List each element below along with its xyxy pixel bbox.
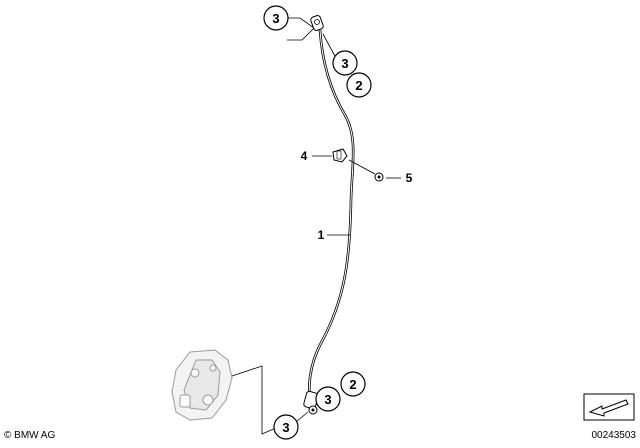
callout-group-bottom-left: 3 — [273, 411, 309, 440]
drawing-number: 00243503 — [591, 430, 637, 441]
hose-nut: 5 — [348, 159, 413, 185]
brake-caliper — [171, 349, 233, 421]
hose-bottom-fitting — [303, 390, 319, 415]
callout-number: 3 — [272, 11, 279, 26]
copyright-text: © BMW AG — [4, 430, 56, 441]
callout-number: 3 — [341, 56, 348, 71]
part-label-holder: 4 — [301, 149, 308, 163]
callout-group-bottom-right: 3 2 — [315, 371, 366, 412]
callout-group-top-left: 3 — [263, 5, 315, 41]
callout-number: 3 — [324, 392, 331, 407]
hose-holder: 4 — [301, 148, 348, 163]
callout-circle — [263, 5, 289, 31]
callout-number: 2 — [349, 377, 356, 392]
arrow-icon — [583, 393, 635, 421]
hose-label: 1 — [318, 228, 350, 242]
caliper-leader — [231, 365, 277, 435]
part-label-nut: 5 — [406, 171, 413, 185]
part-label-hose: 1 — [318, 228, 325, 242]
callout-number: 2 — [355, 78, 362, 93]
callout-number: 3 — [282, 420, 289, 435]
callout-group-top-right: 3 2 — [322, 33, 372, 98]
hose-top-fitting — [310, 15, 324, 31]
